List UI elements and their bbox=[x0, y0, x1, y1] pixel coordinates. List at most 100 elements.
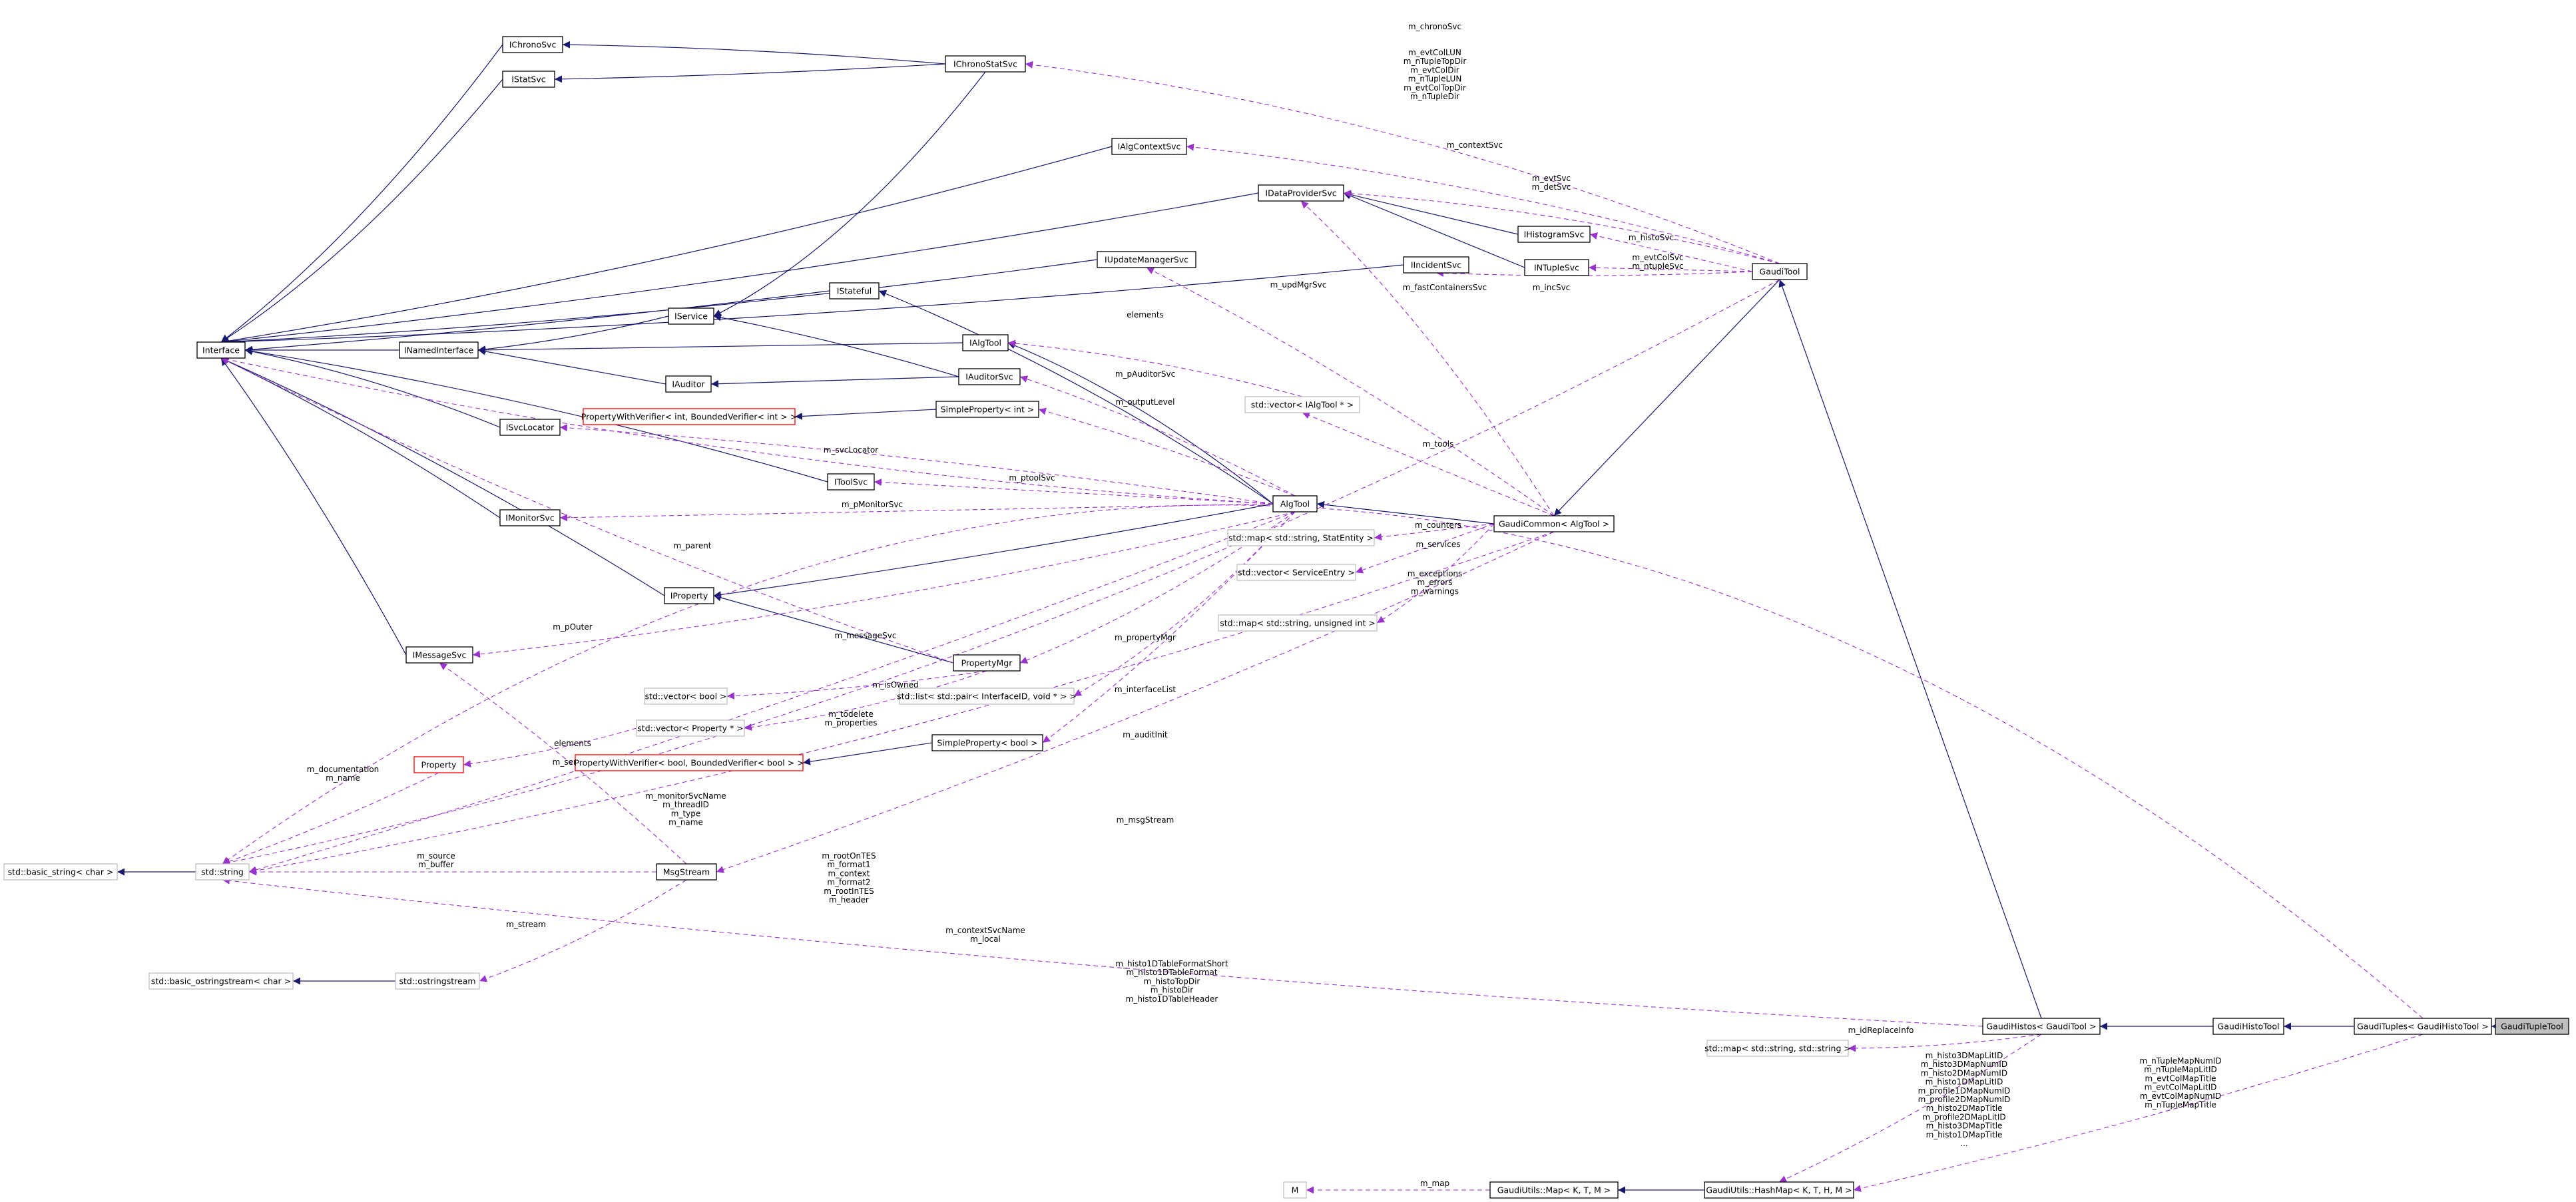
class-node-label: IAlgTool bbox=[969, 338, 1001, 348]
usage-edge-AlgTool-IMessageSvc bbox=[472, 511, 1296, 658]
class-node-box bbox=[1258, 184, 1344, 202]
edge-label-line: m_evtColTopDir bbox=[1404, 83, 1466, 93]
class-node-box bbox=[583, 408, 796, 425]
class-node-istat-svc[interactable]: IStatSvc bbox=[502, 71, 555, 88]
class-node-label: GaudiTool bbox=[1760, 267, 1800, 277]
class-node-label: PropertyWithVerifier< bool, BoundedVerif… bbox=[574, 758, 804, 768]
class-node-label: std::vector< ServiceEntry > bbox=[1238, 568, 1355, 578]
usage-edge-GaudiCommon-VectorIAlgTool bbox=[1302, 412, 1555, 516]
class-node-label: GaudiUtils::HashMap< K, T, H, M > bbox=[1706, 1185, 1852, 1195]
class-node-label: IChronoSvc bbox=[509, 40, 557, 50]
edge-label-line: m_histo3DMapNumID bbox=[1921, 1060, 2007, 1069]
class-node-gaudi-histos[interactable]: GaudiHistos< GaudiTool > bbox=[1982, 1018, 2101, 1035]
class-node-iauditor[interactable]: IAuditor bbox=[665, 375, 712, 393]
class-node-gaudi-tool[interactable]: GaudiTool bbox=[1752, 263, 1808, 280]
class-node-idata-provider-svc[interactable]: IDataProviderSvc bbox=[1258, 184, 1344, 202]
class-node-label: Property bbox=[421, 760, 457, 770]
class-node-property-with-verifier-bool[interactable]: PropertyWithVerifier< bool, BoundedVerif… bbox=[574, 754, 804, 771]
class-node-label: IService bbox=[674, 311, 708, 321]
class-node-alg-tool[interactable]: AlgTool bbox=[1272, 495, 1318, 512]
usage-edge-GaudiTuples-StdString bbox=[222, 504, 2424, 1019]
class-node-box bbox=[962, 334, 1009, 351]
class-node-label: IAuditorSvc bbox=[965, 372, 1013, 382]
edge-label-line: m_histo3DMapLitID bbox=[1926, 1051, 2003, 1060]
usage-edge-AlgTool-PropertyMgr bbox=[1019, 511, 1296, 664]
edge-label-line: m_nTupleMapTitle bbox=[2145, 1100, 2216, 1109]
edge-label-line: m_svcLocator bbox=[824, 445, 878, 455]
inheritance-edge-ISvcLocator-Interface bbox=[244, 347, 501, 428]
class-node-label: IDataProviderSvc bbox=[1265, 188, 1336, 198]
edge-label-line: m_evtSvc bbox=[1532, 174, 1571, 183]
edge-label-line: m_incSvc bbox=[1533, 283, 1571, 292]
inheritance-edge-AlgTool-IStateful bbox=[878, 290, 1274, 504]
inheritance-edge-AlgTool-IAlgTool bbox=[1007, 342, 1274, 504]
class-node-box bbox=[395, 972, 480, 990]
class-node-inamed-interface[interactable]: INamedInterface bbox=[399, 341, 479, 359]
edge-label-m-incSvc: m_incSvc bbox=[1533, 283, 1571, 292]
class-node-ihistogram-svc[interactable]: IHistogramSvc bbox=[1517, 226, 1591, 243]
class-node-gaudi-utils-map[interactable]: GaudiUtils::Map< K, T, M > bbox=[1489, 1181, 1619, 1199]
inheritance-edge-IUpdateManagerSvc-Interface bbox=[220, 259, 1098, 345]
class-node-intuple-svc[interactable]: INTupleSvc bbox=[1524, 259, 1589, 276]
class-node-itool-svc[interactable]: IToolSvc bbox=[827, 473, 875, 491]
edge-label-line: m_nTupleDir bbox=[1410, 92, 1459, 101]
class-node-property-mgr[interactable]: PropertyMgr bbox=[953, 654, 1021, 672]
class-node-simple-property-bool[interactable]: SimpleProperty< bool > bbox=[931, 734, 1043, 751]
class-node-interface[interactable]: Interface bbox=[196, 341, 246, 359]
class-node-msg-stream[interactable]: MsgStream bbox=[656, 863, 717, 881]
edge-label-line: m_histo3DMapTitle bbox=[1926, 1121, 2003, 1131]
class-node-label: IStatSvc bbox=[511, 75, 545, 85]
class-node-box bbox=[953, 654, 1021, 672]
class-node-iauditor-svc[interactable]: IAuditorSvc bbox=[958, 368, 1021, 385]
class-node-label: SimpleProperty< int > bbox=[941, 405, 1035, 415]
usage-edge-GaudiTool-StdString bbox=[222, 279, 1780, 867]
class-node-istateful[interactable]: IStateful bbox=[829, 282, 880, 300]
class-node-gaudi-tuples[interactable]: GaudiTuples< GaudiHistoTool > bbox=[2354, 1018, 2492, 1035]
class-node-simple-property-int[interactable]: SimpleProperty< int > bbox=[935, 401, 1039, 418]
edge-label-line: m_warnings bbox=[1411, 586, 1459, 596]
class-node-isvc-locator[interactable]: ISvcLocator bbox=[499, 419, 561, 436]
class-node-property-with-verifier-int[interactable]: PropertyWithVerifier< int, BoundedVerifi… bbox=[581, 408, 797, 425]
class-node-ichrono-svc[interactable]: IChronoSvc bbox=[502, 36, 563, 53]
edge-label-m-svcLocator: m_svcLocator bbox=[824, 445, 878, 455]
edge-label-m-parent: m_parent bbox=[673, 541, 711, 550]
edge-label-m-counters: m_counters bbox=[1415, 520, 1461, 530]
class-node-imonitor-svc[interactable]: IMonitorSvc bbox=[499, 509, 561, 526]
class-node-iincident-svc[interactable]: IIncidentSvc bbox=[1403, 256, 1469, 274]
inheritance-edge-IDataProviderSvc-Interface bbox=[220, 192, 1259, 345]
class-node-ichrono-stat-svc[interactable]: IChronoStatSvc bbox=[945, 55, 1026, 73]
class-node-box bbox=[636, 719, 745, 737]
inheritance-edge-GaudiCommon-AlgTool bbox=[1316, 501, 1495, 524]
inheritance-edge-INTupleSvc-IDataProviderSvc bbox=[1343, 192, 1525, 268]
class-node-label: std::ostringstream bbox=[399, 976, 475, 986]
edge-label-line: m_properties bbox=[825, 718, 878, 727]
class-node-map-stat-entity: std::map< std::string, StatEntity > bbox=[1227, 529, 1375, 546]
edge-label-line: m_format2 bbox=[827, 878, 870, 887]
edge-label-line: m_pAuditorSvc bbox=[1115, 369, 1175, 379]
class-node-box bbox=[148, 972, 294, 990]
class-node-label: M bbox=[1292, 1185, 1299, 1195]
class-node-ialg-context-svc[interactable]: IAlgContextSvc bbox=[1111, 138, 1187, 155]
class-node-gaudi-tuple-tool[interactable]: GaudiTupleTool bbox=[2495, 1018, 2569, 1035]
class-node-box bbox=[1706, 1040, 1849, 1057]
class-node-iservice[interactable]: IService bbox=[668, 307, 714, 325]
usage-edge-MsgStream-Ostringstream bbox=[479, 879, 687, 982]
edge-label-line: m_messageSvc bbox=[835, 631, 897, 640]
class-node-iproperty[interactable]: IProperty bbox=[664, 587, 714, 604]
class-node-gaudi-common[interactable]: GaudiCommon< AlgTool > bbox=[1493, 515, 1615, 532]
edge-label-line: m_outputLevel bbox=[1116, 397, 1175, 407]
edge-label-line: m_histo1DTableHeader bbox=[1126, 994, 1218, 1004]
class-node-property[interactable]: Property bbox=[413, 756, 464, 773]
usage-edge-GaudiTool-INTupleSvc bbox=[1588, 264, 1753, 272]
class-node-gaudi-utils-hash-map[interactable]: GaudiUtils::HashMap< K, T, H, M > bbox=[1704, 1181, 1854, 1199]
class-node-imessage-svc[interactable]: IMessageSvc bbox=[405, 646, 473, 664]
class-node-label: IAuditor bbox=[672, 379, 705, 389]
class-node-gaudi-histo-tool[interactable]: GaudiHistoTool bbox=[2212, 1018, 2284, 1035]
class-node-ialg-tool[interactable]: IAlgTool bbox=[962, 334, 1009, 351]
class-node-label: GaudiHistoTool bbox=[2218, 1022, 2280, 1032]
class-node-iupdate-manager-svc[interactable]: IUpdateManagerSvc bbox=[1097, 251, 1196, 268]
